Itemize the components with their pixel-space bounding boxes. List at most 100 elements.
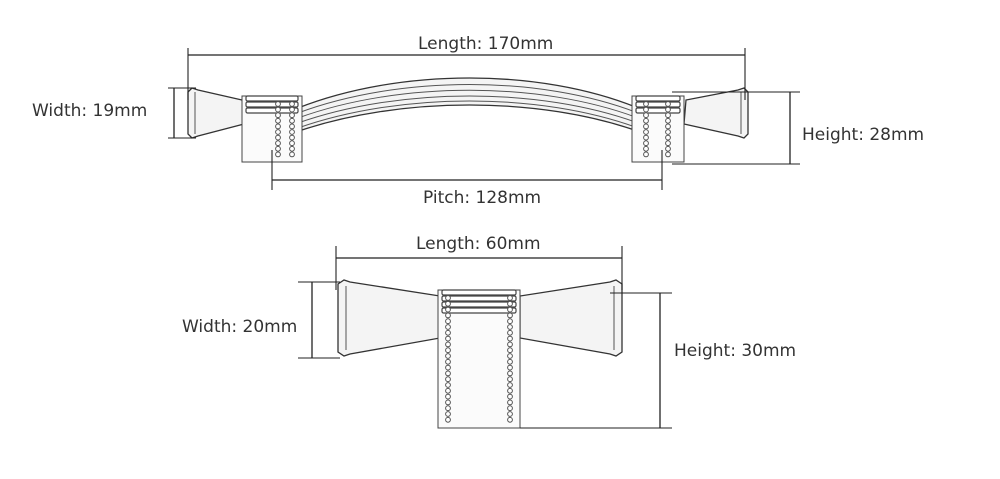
knob-gem [507,376,513,383]
knob-gem [507,341,513,348]
knob-gem [507,399,513,406]
knob-gem [445,318,451,325]
knob-gem [445,416,451,423]
knob-gem [507,358,513,365]
pull-left-gem [289,140,295,147]
pull-left-gem [289,134,295,141]
pull-left-gem [275,140,281,147]
pull-left-gem [289,151,295,158]
knob-ring [441,307,517,314]
knob-gem [507,347,513,354]
knob-gem [445,370,451,377]
knob-length-label: Length: 60mm [416,234,541,254]
pull-left-gem [275,117,281,124]
pull-right-ring [635,107,681,114]
knob-gem [507,405,513,412]
knob-right-flare [519,279,623,357]
pull-width-label: Width: 19mm [32,101,148,121]
knob-gem [445,306,451,313]
knob-gem [445,335,451,342]
pull-right-gem [643,101,649,107]
knob-gem [445,382,451,388]
knob-gem [445,358,451,365]
pull-dimensions [168,48,800,190]
knob-dimensions [298,246,672,429]
pull-left-gem [289,112,295,119]
pull-right-gem [665,123,671,130]
knob-gem [507,416,513,423]
pull-right-gem [665,117,671,124]
knob-gem [507,300,513,307]
pull-right-gem [643,117,649,124]
knob-ring [441,301,517,308]
pull-left-gem [289,123,295,130]
knob-gem [445,300,451,307]
pull-handle-drawing [187,77,749,163]
pull-right-gem [643,140,649,147]
pull-right-gem [665,151,671,158]
pull-left-gem [289,106,295,113]
knob-width-label: Width: 20mm [182,317,298,337]
knob-gem [507,329,513,336]
pull-left-ring [245,95,299,102]
knob-gem [445,405,451,412]
pull-right-gem [665,140,671,147]
pull-right-gem [643,129,649,135]
knob-gem [445,329,451,336]
pull-right-ring [635,101,681,108]
knob-gem [445,387,451,394]
pull-right-gem [665,101,671,107]
pull-right-ring [635,95,681,102]
knob-gem [445,393,451,400]
pull-right-gem [665,134,671,141]
knob-gem [507,318,513,325]
pull-right-gem [643,112,649,119]
pull-pitch-label: Pitch: 128mm [423,188,542,208]
pull-left-gem [275,106,281,113]
knob-left-flare [337,279,441,357]
pull-left-gem [275,101,281,107]
pull-right-gem [665,112,671,119]
knob-gem [507,295,513,301]
pull-right-gem [665,129,671,135]
knob-gem [445,312,451,319]
knob-ring [441,295,517,302]
knob-gem [507,382,513,388]
knob-gem [507,364,513,371]
pull-right-gem [643,123,649,130]
knob-gem [445,324,451,330]
knob-gem [507,306,513,313]
knob-gem [507,335,513,342]
pull-left-gem [275,151,281,158]
knob-gem [507,370,513,377]
pull-right-gem [643,106,649,113]
knob-drawing [337,279,623,429]
pull-bar [295,77,641,133]
knob-gem [507,387,513,394]
pull-left-ring [245,101,299,108]
pull-left-endcap [187,87,245,139]
pull-left-gem [289,129,295,135]
pull-height-label: Height: 28mm [802,125,925,145]
knob-gem [507,324,513,330]
pull-left-gem [275,112,281,119]
pull-right-gem [665,145,671,152]
knob-gem [507,353,513,359]
knob-gem [445,347,451,354]
pull-left-gem [275,145,281,152]
pull-right-gem [665,106,671,113]
pull-left-gem [289,117,295,124]
knob-gem [507,411,513,417]
pull-left-gem [275,129,281,135]
pull-right-gem [643,151,649,158]
knob-gem [507,312,513,319]
knob-height-label: Height: 30mm [674,341,797,361]
knob-gem [445,399,451,406]
knob-gem [445,353,451,359]
knob-ring [441,289,517,296]
pull-left-gem [275,123,281,130]
pull-length-label: Length: 170mm [418,34,554,54]
knob-gem [445,341,451,348]
